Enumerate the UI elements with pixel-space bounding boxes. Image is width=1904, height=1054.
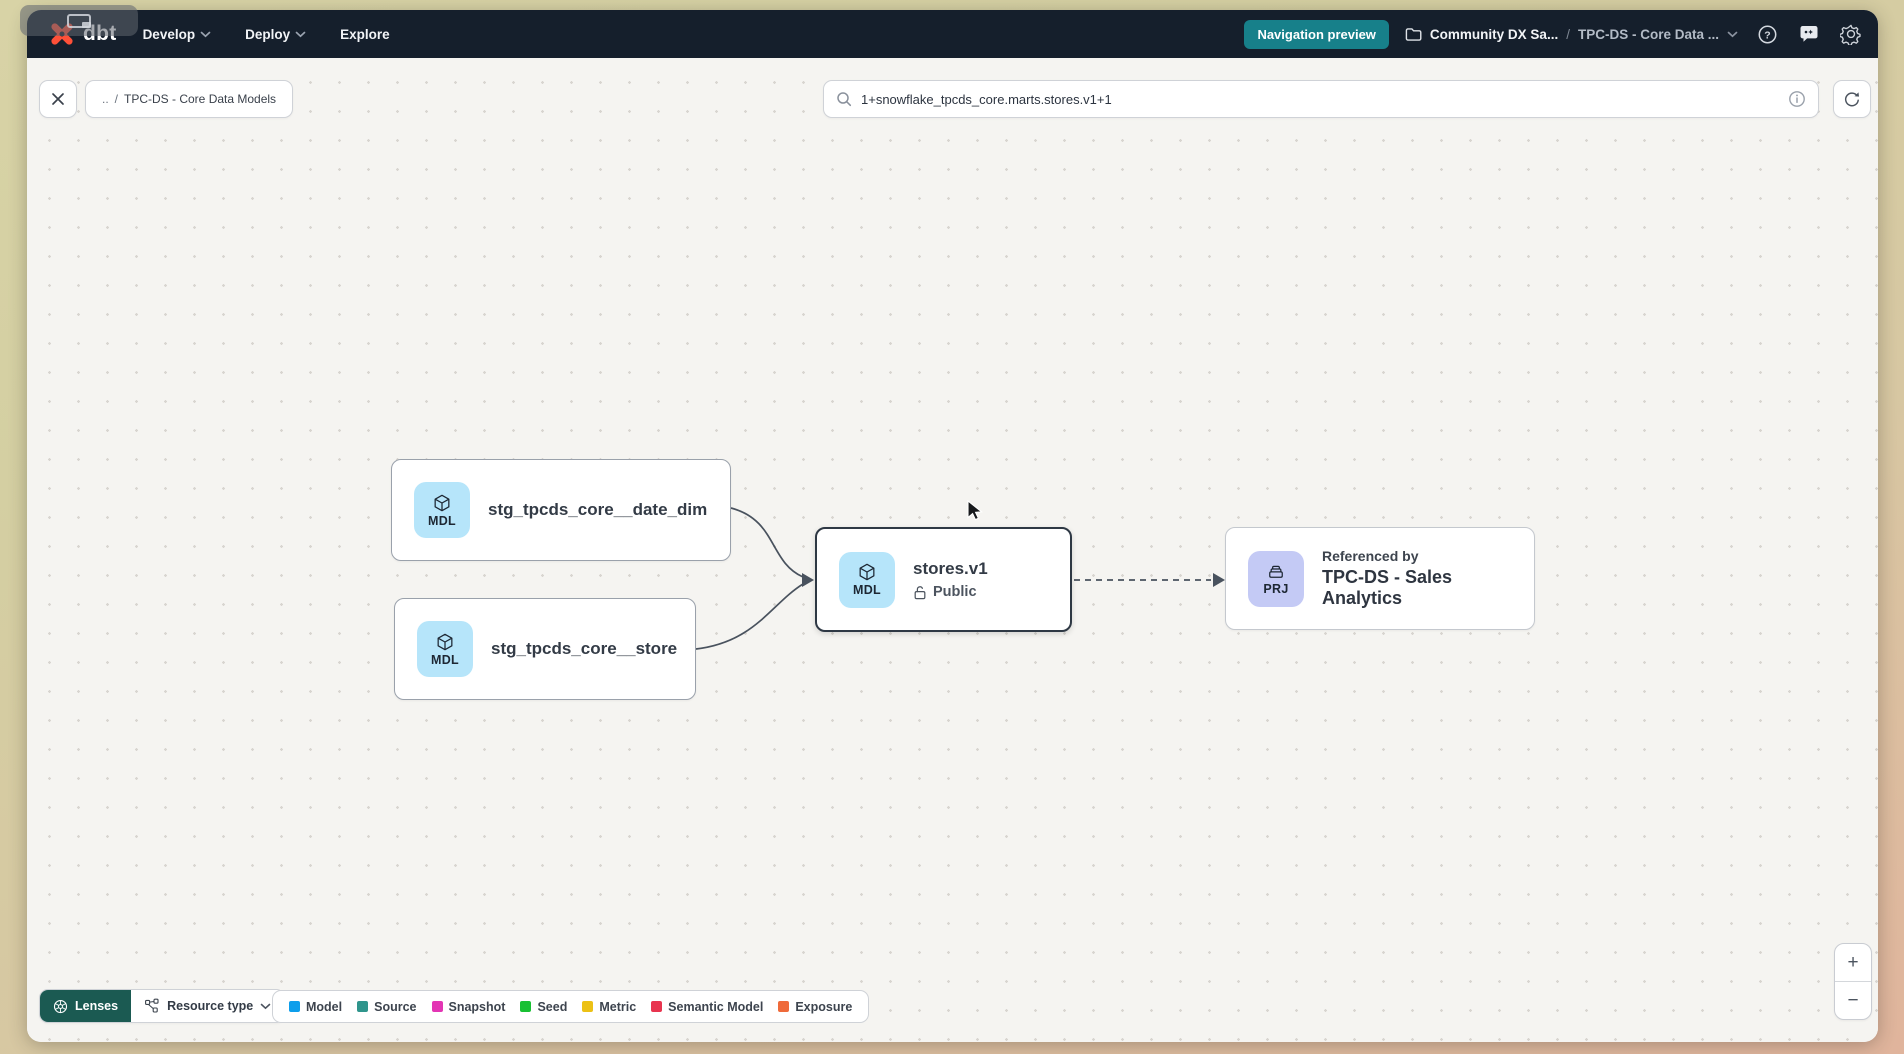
legend-swatch bbox=[289, 1001, 300, 1012]
chip-up-level[interactable]: .. bbox=[102, 92, 109, 106]
screen-recording-overlay bbox=[20, 5, 138, 36]
chevron-down-icon bbox=[260, 1003, 271, 1010]
cube-icon bbox=[432, 493, 452, 513]
project-badge: PRJ bbox=[1248, 551, 1304, 607]
display-icon bbox=[67, 14, 91, 28]
folder-icon bbox=[1405, 27, 1422, 42]
chevron-down-icon bbox=[295, 31, 306, 38]
model-badge: MDL bbox=[417, 621, 473, 677]
chip-label: TPC-DS - Core Data Models bbox=[124, 92, 276, 106]
mouse-cursor bbox=[967, 500, 984, 522]
breadcrumb-section[interactable]: TPC-DS - Core Data ... bbox=[1578, 27, 1719, 42]
navigation-preview-badge[interactable]: Navigation preview bbox=[1244, 20, 1388, 49]
feedback-button[interactable] bbox=[1796, 21, 1822, 47]
lineage-selector-input[interactable] bbox=[861, 92, 1779, 107]
node-access: Public bbox=[913, 584, 988, 600]
node-label: TPC-DS - Sales Analytics bbox=[1322, 567, 1512, 609]
svg-text:?: ? bbox=[1764, 29, 1770, 41]
lineage-canvas[interactable]: .. / TPC-DS - Core Data Models bbox=[27, 58, 1878, 1042]
legend-swatch bbox=[357, 1001, 368, 1012]
lineage-breadcrumb-chip[interactable]: .. / TPC-DS - Core Data Models bbox=[85, 80, 293, 118]
close-icon bbox=[51, 92, 65, 106]
legend-swatch bbox=[520, 1001, 531, 1012]
refresh-icon bbox=[1843, 90, 1861, 108]
search-icon bbox=[836, 91, 852, 107]
legend-item: Seed bbox=[520, 1000, 567, 1014]
breadcrumb-separator: / bbox=[1566, 27, 1570, 42]
top-navbar: dbt Develop Deploy Explore Navigation pr… bbox=[27, 10, 1878, 58]
chat-bubble-icon bbox=[1798, 24, 1820, 45]
node-stores-v1[interactable]: MDL stores.v1 Public bbox=[815, 527, 1072, 632]
cube-icon bbox=[435, 632, 455, 652]
cube-icon bbox=[857, 562, 877, 582]
model-badge: MDL bbox=[414, 482, 470, 538]
legend-item: Source bbox=[357, 1000, 416, 1014]
zoom-in-button[interactable]: + bbox=[1835, 944, 1871, 982]
legend-item: Exposure bbox=[778, 1000, 852, 1014]
node-tpcds-sales-analytics[interactable]: PRJ Referenced by TPC-DS - Sales Analyti… bbox=[1225, 527, 1535, 630]
info-icon[interactable] bbox=[1788, 90, 1806, 108]
model-badge: MDL bbox=[839, 552, 895, 608]
breadcrumb: Community DX Sa... / TPC-DS - Core Data … bbox=[1405, 27, 1738, 42]
zoom-out-button[interactable]: − bbox=[1835, 982, 1871, 1019]
nav-develop[interactable]: Develop bbox=[143, 27, 212, 42]
gear-icon bbox=[1840, 23, 1862, 45]
stack-icon bbox=[1266, 561, 1286, 581]
help-icon: ? bbox=[1757, 24, 1778, 45]
node-text: Referenced by TPC-DS - Sales Analytics bbox=[1322, 548, 1512, 609]
legend-swatch bbox=[432, 1001, 443, 1012]
chevron-down-icon[interactable] bbox=[1727, 31, 1738, 38]
node-label: stores.v1 bbox=[913, 559, 988, 579]
help-button[interactable]: ? bbox=[1754, 21, 1780, 47]
legend-swatch bbox=[651, 1001, 662, 1012]
chevron-down-icon bbox=[200, 31, 211, 38]
settings-button[interactable] bbox=[1838, 21, 1864, 47]
close-lineage-button[interactable] bbox=[39, 80, 77, 118]
app-window: dbt Develop Deploy Explore Navigation pr… bbox=[27, 10, 1878, 1042]
lineage-selector-bar[interactable] bbox=[823, 80, 1819, 118]
graph-icon bbox=[144, 998, 160, 1014]
legend-item: Metric bbox=[582, 1000, 636, 1014]
unlock-icon bbox=[913, 585, 927, 600]
resource-type-dropdown[interactable]: Resource type bbox=[131, 990, 284, 1022]
legend-item: Model bbox=[289, 1000, 342, 1014]
node-label: stg_tpcds_core__date_dim bbox=[488, 500, 707, 520]
legend-item: Snapshot bbox=[432, 1000, 506, 1014]
nav-explore[interactable]: Explore bbox=[340, 27, 390, 42]
node-text: stores.v1 Public bbox=[913, 559, 988, 600]
node-label: stg_tpcds_core__store bbox=[491, 639, 677, 659]
node-stg-tpcds-core-date-dim[interactable]: MDL stg_tpcds_core__date_dim bbox=[391, 459, 731, 561]
lenses-button[interactable]: Lenses bbox=[40, 990, 131, 1022]
node-stg-tpcds-core-store[interactable]: MDL stg_tpcds_core__store bbox=[394, 598, 696, 700]
node-kicker: Referenced by bbox=[1322, 548, 1512, 564]
lens-icon bbox=[53, 999, 68, 1014]
lens-controls: Lenses Resource type bbox=[39, 989, 285, 1023]
legend-swatch bbox=[778, 1001, 789, 1012]
nav-deploy[interactable]: Deploy bbox=[245, 27, 306, 42]
legend: Model Source Snapshot Seed Metric Semantic Mo… bbox=[272, 990, 869, 1023]
legend-item: Semantic Model bbox=[651, 1000, 763, 1014]
refresh-lineage-button[interactable] bbox=[1833, 80, 1871, 118]
legend-swatch bbox=[582, 1001, 593, 1012]
breadcrumb-project[interactable]: Community DX Sa... bbox=[1430, 27, 1558, 42]
zoom-controls: + − bbox=[1834, 943, 1872, 1020]
navbar-right: Navigation preview Community DX Sa... / … bbox=[1244, 20, 1864, 49]
